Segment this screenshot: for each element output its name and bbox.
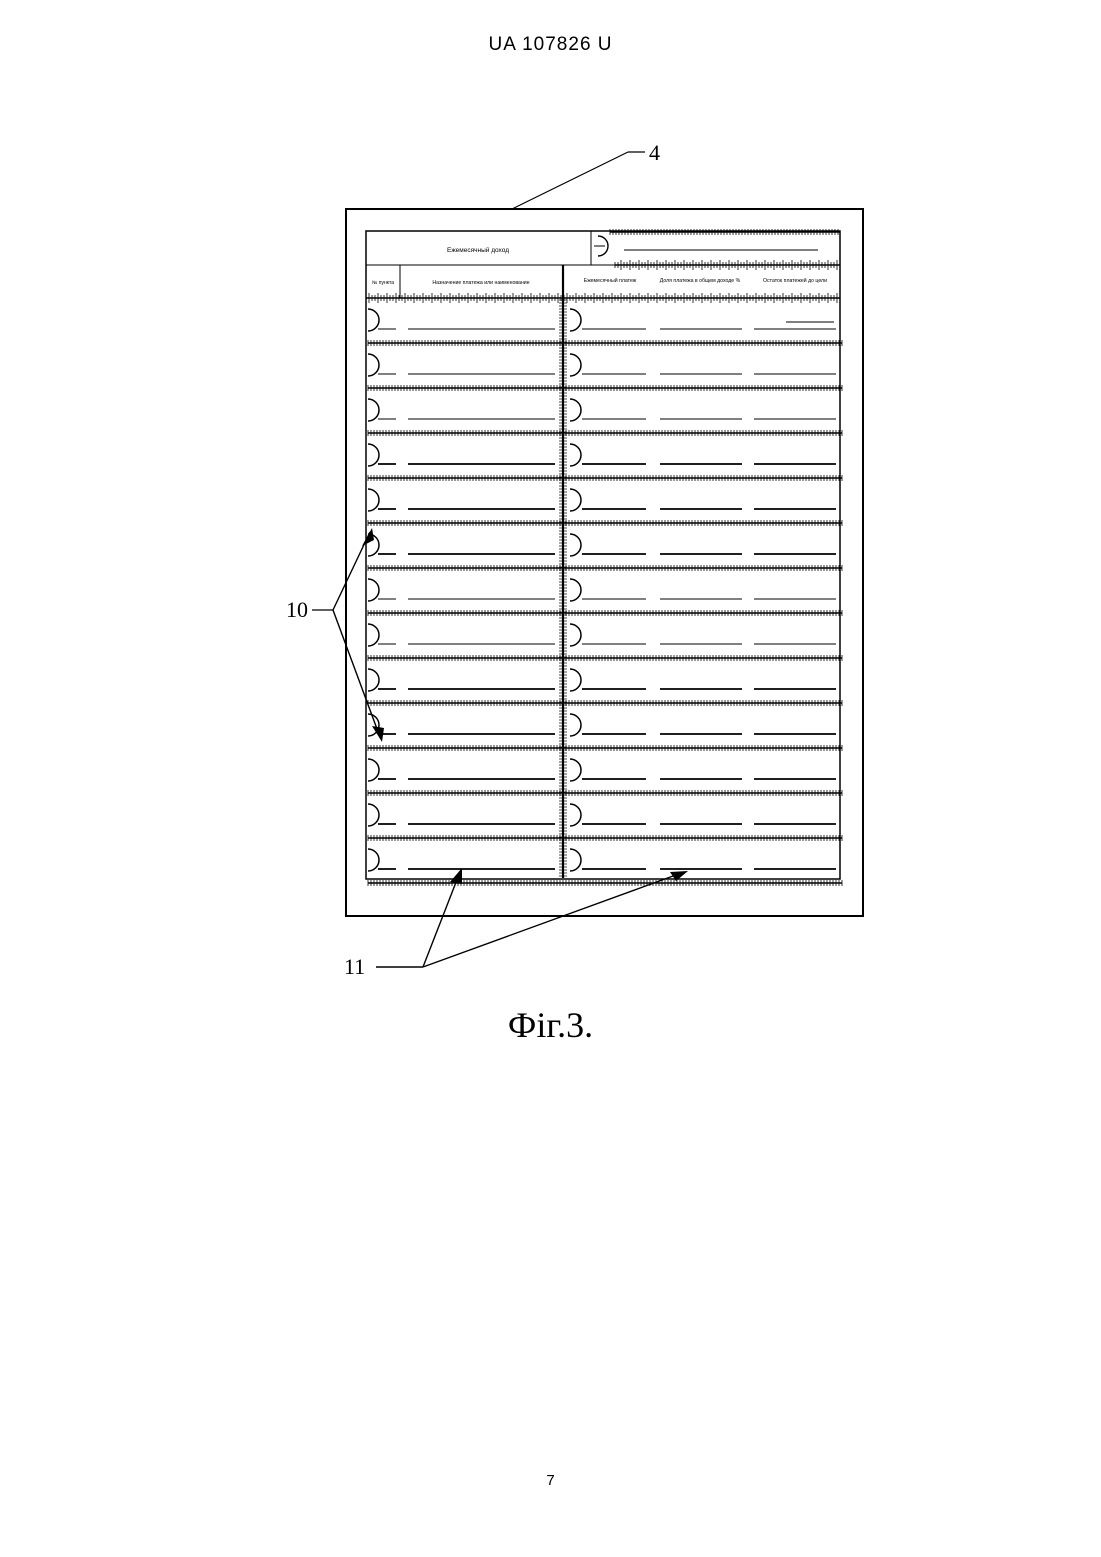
page-number: 7 — [0, 1472, 1101, 1489]
tick-strips — [366, 229, 842, 886]
ref-label-11: 11 — [344, 954, 365, 979]
form-outline — [366, 231, 840, 879]
form-row — [368, 714, 836, 736]
form-row — [368, 669, 836, 691]
form-row — [368, 534, 836, 556]
form-row — [368, 579, 836, 601]
form-row — [368, 489, 836, 511]
form-row — [368, 849, 836, 871]
form-row — [368, 309, 836, 331]
figure-caption: Фіг.3. — [0, 1004, 1101, 1046]
column-header-purpose: Назначение платежа или наименование — [432, 280, 529, 286]
form-row — [368, 399, 836, 421]
form-row — [368, 354, 836, 376]
column-header-remaining: Остаток платежей до цели — [763, 277, 827, 284]
column-header-number: № пункта — [372, 280, 394, 286]
form-row — [368, 444, 836, 466]
column-header-share: Доля платежа в общем доходе % — [660, 278, 741, 284]
ref-label-4: 4 — [649, 140, 660, 165]
sheet-outline — [346, 209, 863, 916]
form-row — [368, 759, 836, 781]
title-cell-text: Ежемесячный доход — [447, 246, 509, 254]
column-header-monthly: Ежемесячный платеж — [584, 277, 637, 284]
form-row — [368, 804, 836, 826]
form-rows — [368, 309, 836, 871]
ref-label-10: 10 — [286, 597, 308, 622]
form-row — [368, 624, 836, 646]
